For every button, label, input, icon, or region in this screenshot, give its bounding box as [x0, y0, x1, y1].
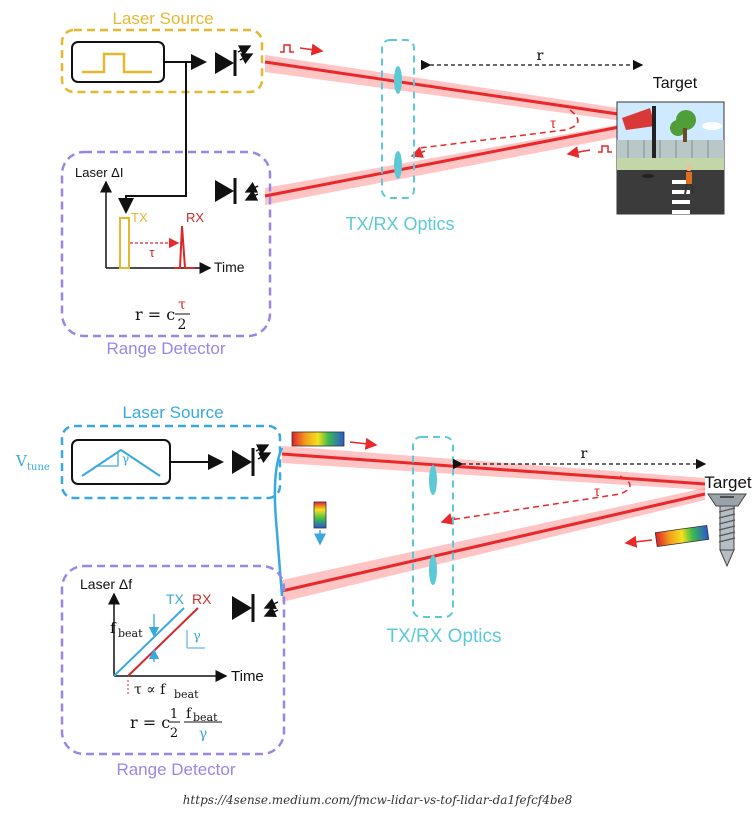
tof-pulse-generator: [71, 41, 165, 83]
tof-return-path: [419, 109, 579, 149]
fmcw-rx-label: RX: [192, 591, 212, 607]
fmcw-formula-lhs: r = c: [130, 713, 170, 732]
svg-text:V: V: [15, 452, 28, 470]
tof-photodiode-icon: [215, 178, 259, 204]
svg-text:beat: beat: [174, 688, 199, 701]
tof-optics-box: [381, 39, 415, 199]
tof-tx-lens: [394, 66, 402, 94]
tof-delay-tau: τ: [149, 245, 155, 260]
fmcw-formula-half-den: 2: [170, 726, 178, 741]
fmcw-x-axis-label: Time: [231, 668, 264, 685]
fmcw-chirp-generator: [71, 439, 171, 485]
tof-x-axis-label: Time: [214, 259, 245, 275]
fmcw-formula-numerator: f beat: [186, 706, 218, 724]
svg-text:f: f: [186, 706, 193, 722]
street-scene-target-image: [616, 101, 725, 215]
tof-target-label: Target: [653, 75, 698, 92]
svg-text:f: f: [110, 619, 117, 637]
svg-text:beat: beat: [193, 711, 218, 724]
fmcw-laser-diode-icon: [232, 444, 272, 476]
fmcw-optics-label: TX/RX Optics: [386, 626, 501, 647]
tof-formula-denominator: 2: [178, 317, 187, 333]
fmcw-chirp-gamma: γ: [122, 452, 129, 466]
tof-rx-pulse: [174, 225, 195, 269]
fmcw-formula-half-num: 1: [170, 707, 178, 722]
fmcw-return-path: [449, 475, 631, 521]
tof-outgoing-pulse-icon: [280, 43, 324, 56]
fmcw-diagram: Laser Source γ V tune: [15, 403, 752, 779]
tof-tx-label: TX: [131, 210, 148, 225]
fmcw-plot-gamma: γ: [193, 629, 201, 644]
tof-rx-lens: [394, 151, 402, 179]
fmcw-photodiode-icon: [232, 594, 279, 622]
tof-pulse-icon: [82, 52, 152, 74]
fmcw-tau-label: τ: [594, 483, 600, 499]
fmcw-tx-lens: [429, 465, 437, 495]
tof-r-label: r: [537, 48, 544, 64]
tof-range-detector-label: Range Detector: [106, 339, 225, 358]
fmcw-tx-chirp: [113, 607, 185, 677]
svg-text:τ ∝ f: τ ∝ f: [134, 682, 167, 698]
fmcw-tx-label: TX: [166, 591, 185, 607]
fmcw-target-label: Target: [704, 473, 752, 492]
tof-range-detector-box: [60, 150, 272, 338]
fmcw-beams: [273, 446, 706, 602]
fmcw-laser-source-label: Laser Source: [122, 403, 223, 422]
fmcw-vtune-label: V tune: [15, 452, 50, 473]
fmcw-range-detector-label: Range Detector: [116, 760, 235, 779]
tof-optics-label: TX/RX Optics: [345, 214, 454, 234]
fmcw-fbeat-label: f beat: [110, 619, 143, 640]
tof-laser-source-label: Laser Source: [112, 9, 213, 28]
fmcw-chirp-icon: [81, 448, 161, 477]
tof-return-pulse-icon: [566, 145, 612, 159]
fmcw-outgoing-chirp-icon: [291, 431, 378, 450]
tof-beams: [264, 55, 646, 205]
tof-laser-source-box: [60, 28, 264, 94]
fmcw-lo-chirp-icon: [313, 501, 327, 546]
screw-target-image: [707, 493, 747, 568]
fmcw-laser-source-box: [60, 424, 282, 500]
tof-formula-lhs: r = c: [135, 305, 175, 324]
fmcw-rx-lens: [429, 555, 437, 585]
svg-text:beat: beat: [118, 627, 143, 640]
fmcw-tau-prop-label: τ ∝ f beat: [134, 682, 199, 701]
svg-text:tune: tune: [27, 462, 50, 473]
tof-tx-pulse: [119, 217, 130, 269]
tof-formula-numerator: τ: [178, 297, 186, 313]
fmcw-optics-box: [412, 436, 454, 618]
fmcw-y-axis-label: Laser Δf: [80, 576, 132, 592]
fmcw-return-chirp-icon: [624, 524, 710, 548]
tof-rx-label: RX: [186, 210, 204, 225]
fmcw-r-label: r: [581, 446, 588, 462]
tof-trigger-line: [118, 62, 187, 214]
fmcw-rx-chirp: [127, 607, 199, 677]
tof-intensity-plot: Laser ΔI Time TX RX τ: [75, 165, 245, 275]
tof-diagram: Laser Source TX/RX Optics r τ Tar: [60, 9, 725, 358]
source-url: https://4sense.medium.com/fmcw-lidar-vs-…: [182, 793, 573, 807]
fmcw-formula-denominator: γ: [199, 726, 207, 742]
tof-y-axis-label: Laser ΔI: [75, 165, 123, 180]
fmcw-frequency-plot: Laser Δf Time TX RX γ f beat τ ∝ f beat: [80, 576, 264, 701]
tof-laser-diode-icon: [215, 45, 254, 76]
tof-range-formula: r = c τ 2: [135, 297, 190, 333]
fmcw-range-formula: r = c 1 2 f beat γ: [130, 706, 222, 742]
tof-tau-label: τ: [550, 115, 556, 131]
